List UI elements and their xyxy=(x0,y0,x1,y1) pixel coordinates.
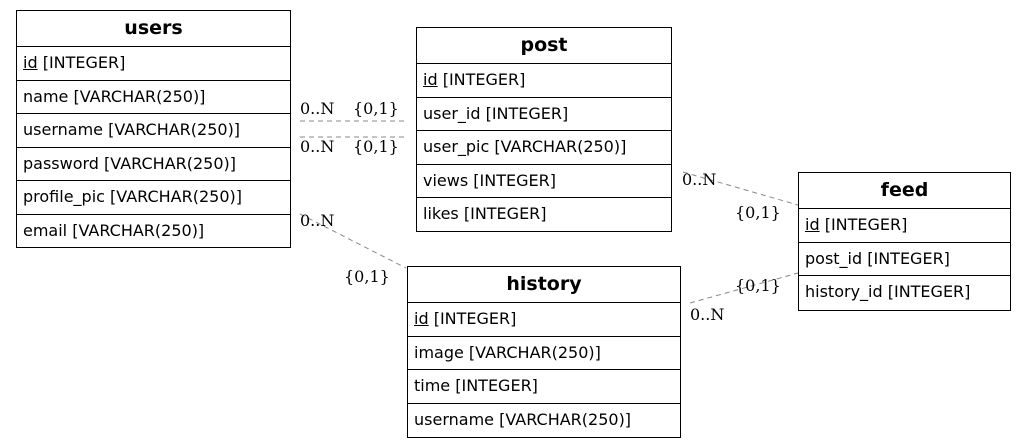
label-users-history-many: 0..N xyxy=(300,211,335,230)
label-users-post-2-one: {0,1} xyxy=(353,137,399,156)
field-row: username [VARCHAR(250)] xyxy=(408,404,680,438)
field-type: [INTEGER] xyxy=(458,204,547,223)
field-name: name xyxy=(23,86,69,106)
field-type: [VARCHAR(250)] xyxy=(68,86,206,106)
field-type: [INTEGER] xyxy=(428,309,517,328)
label-users-history-one: {0,1} xyxy=(344,267,390,286)
field-type: [INTEGER] xyxy=(37,53,126,72)
link-history-feed xyxy=(689,272,799,304)
field-row: time [INTEGER] xyxy=(408,370,680,404)
field-name: user_id xyxy=(423,103,481,123)
entity-title: post xyxy=(417,28,671,64)
link-post-feed xyxy=(682,171,799,206)
entity-users[interactable]: users id [INTEGER] name [VARCHAR(250)] u… xyxy=(16,10,291,248)
field-type: [INTEGER] xyxy=(819,215,908,234)
field-type: [INTEGER] xyxy=(882,282,971,301)
field-type: [VARCHAR(250)] xyxy=(98,153,237,173)
field-name: image xyxy=(414,342,464,362)
field-type: [INTEGER] xyxy=(468,170,556,190)
field-type: [VARCHAR(250)] xyxy=(489,137,627,156)
entity-title: users xyxy=(17,11,290,47)
field-row: history_id [INTEGER] xyxy=(799,276,1010,310)
entity-title: history xyxy=(408,267,680,303)
label-users-post-2-many: 0..N xyxy=(300,137,335,156)
field-row: name [VARCHAR(250)] xyxy=(17,81,290,114)
field-row: id [INTEGER] xyxy=(799,209,1010,243)
field-row: user_pic [VARCHAR(250)] xyxy=(417,131,671,165)
entity-post[interactable]: post id [INTEGER] user_id [INTEGER] user… xyxy=(416,27,672,232)
field-name: username xyxy=(414,409,494,429)
field-row: views [INTEGER] xyxy=(417,165,671,198)
entity-title: feed xyxy=(799,173,1010,209)
field-row: id [INTEGER] xyxy=(417,64,671,98)
field-row: image [VARCHAR(250)] xyxy=(408,337,680,370)
field-type: [VARCHAR(250)] xyxy=(103,120,241,139)
field-row: password [VARCHAR(250)] xyxy=(17,148,290,181)
field-name: username xyxy=(23,120,103,139)
field-type: [INTEGER] xyxy=(437,70,526,89)
primary-key-name: id xyxy=(423,70,438,89)
primary-key-name: id xyxy=(23,53,38,72)
field-row: profile_pic [VARCHAR(250)] xyxy=(17,181,290,215)
label-history-feed-many: 0..N xyxy=(690,305,725,324)
field-type: [VARCHAR(250)] xyxy=(67,220,205,240)
field-type: [VARCHAR(250)] xyxy=(104,187,242,206)
field-type: [VARCHAR(250)] xyxy=(463,342,601,362)
entity-history[interactable]: history id [INTEGER] image [VARCHAR(250)… xyxy=(407,266,681,438)
primary-key-name: id xyxy=(414,309,429,328)
label-users-post-1-many: 0..N xyxy=(300,99,335,118)
field-name: password xyxy=(23,153,99,173)
field-name: post_id xyxy=(805,248,863,268)
field-row: user_id [INTEGER] xyxy=(417,98,671,131)
field-type: [INTEGER] xyxy=(480,103,569,123)
link-users-history xyxy=(299,213,407,269)
entity-feed[interactable]: feed id [INTEGER] post_id [INTEGER] hist… xyxy=(798,172,1011,311)
field-type: [INTEGER] xyxy=(450,376,538,395)
primary-key-name: id xyxy=(805,215,820,234)
field-name: time xyxy=(414,376,451,395)
label-users-post-1-one: {0,1} xyxy=(353,99,399,118)
field-name: profile_pic xyxy=(23,187,105,206)
field-name: views xyxy=(423,170,469,190)
field-name: history_id xyxy=(805,282,883,301)
field-type: [INTEGER] xyxy=(862,248,950,268)
label-post-feed-one: {0,1} xyxy=(735,203,781,222)
field-row: id [INTEGER] xyxy=(17,47,290,81)
label-history-feed-one: {0,1} xyxy=(735,276,781,295)
field-name: email xyxy=(23,220,68,240)
field-row: username [VARCHAR(250)] xyxy=(17,114,290,148)
field-name: user_pic xyxy=(423,137,490,156)
field-type: [VARCHAR(250)] xyxy=(494,409,632,429)
field-row: email [VARCHAR(250)] xyxy=(17,215,290,249)
field-row: likes [INTEGER] xyxy=(417,198,671,232)
field-row: post_id [INTEGER] xyxy=(799,243,1010,276)
field-name: likes xyxy=(423,204,459,223)
label-post-feed-many: 0..N xyxy=(682,170,717,189)
field-row: id [INTEGER] xyxy=(408,303,680,337)
